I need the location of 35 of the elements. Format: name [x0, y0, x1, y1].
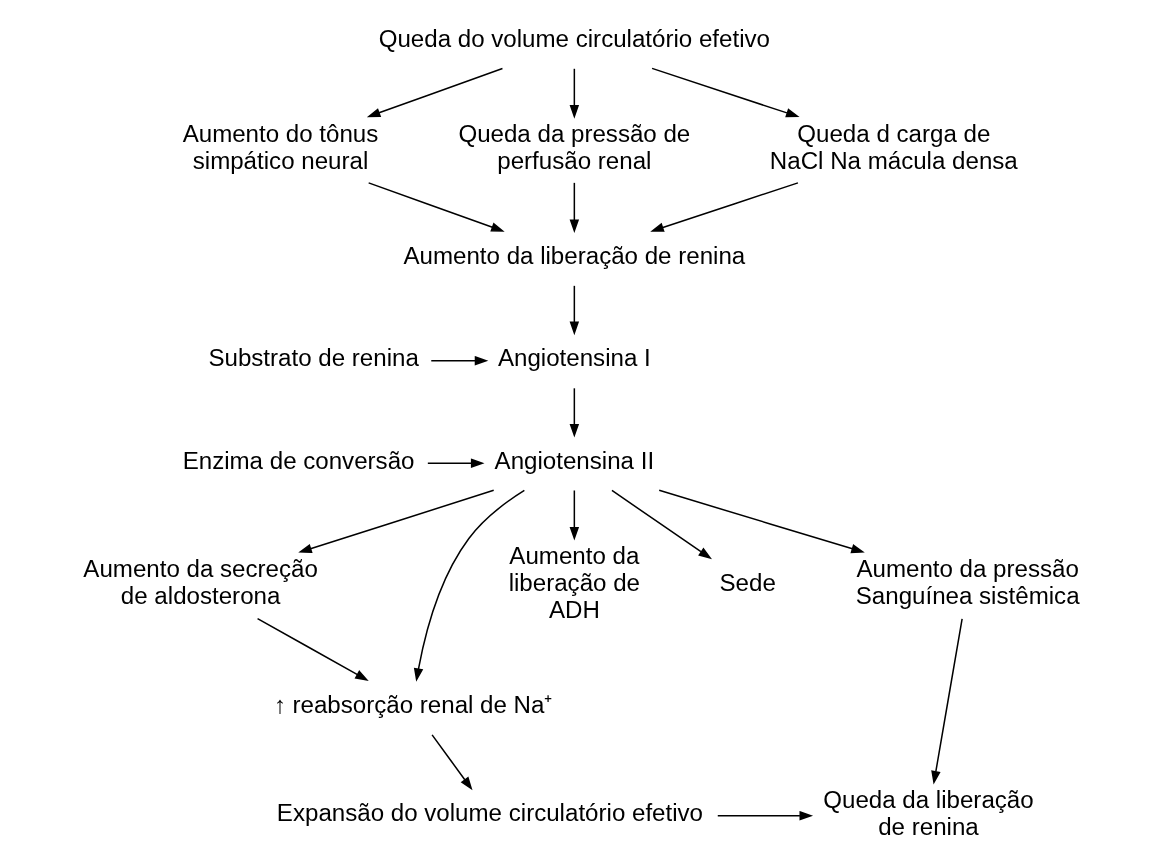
arrow [256, 617, 369, 681]
node-text: Substrato de renina [207, 344, 419, 372]
arrow [367, 182, 505, 232]
arrow [569, 387, 579, 438]
arrow [657, 489, 865, 554]
arrow [413, 489, 525, 682]
arrow [716, 811, 813, 821]
arrow [430, 355, 488, 366]
node-text: Aumento do tônus simpático neural [182, 119, 378, 174]
node-text: Aumento da liberação de ADH [508, 541, 640, 624]
arrow [297, 489, 494, 553]
node-text: Sede [718, 568, 776, 596]
node-text: Aumento da pressão Sanguínea sistêmica [855, 555, 1080, 610]
node-text: ↑ reabsorção renal de Na⁺ [273, 690, 552, 718]
node-text: Queda d carga de NaCl Na mácula densa [769, 119, 1018, 174]
node-text: Expansão do volume circulatório efetivo [276, 799, 703, 827]
arrow [610, 489, 712, 560]
arrow [649, 182, 799, 232]
arrow [569, 68, 579, 119]
arrow [569, 285, 579, 336]
arrow [930, 618, 963, 785]
node-text: Queda da pressão de perfusão renal [457, 119, 690, 174]
node-text: Aumento da secreção de aldosterona [82, 555, 318, 610]
node-text: Enzima de conversão [182, 446, 414, 474]
node-text: Aumento da liberação de renina [402, 241, 745, 269]
node-text: Angiotensina II [494, 446, 654, 474]
node-text: Queda do volume circulatório efetivo [378, 24, 770, 52]
arrow [430, 734, 473, 791]
arrow [569, 182, 579, 234]
arrow [426, 458, 484, 468]
arrow [650, 67, 800, 118]
arrow [366, 67, 503, 118]
node-text: Angiotensina I [497, 344, 651, 372]
arrow [569, 489, 579, 541]
node-text: Queda da liberação de renina [822, 785, 1034, 841]
